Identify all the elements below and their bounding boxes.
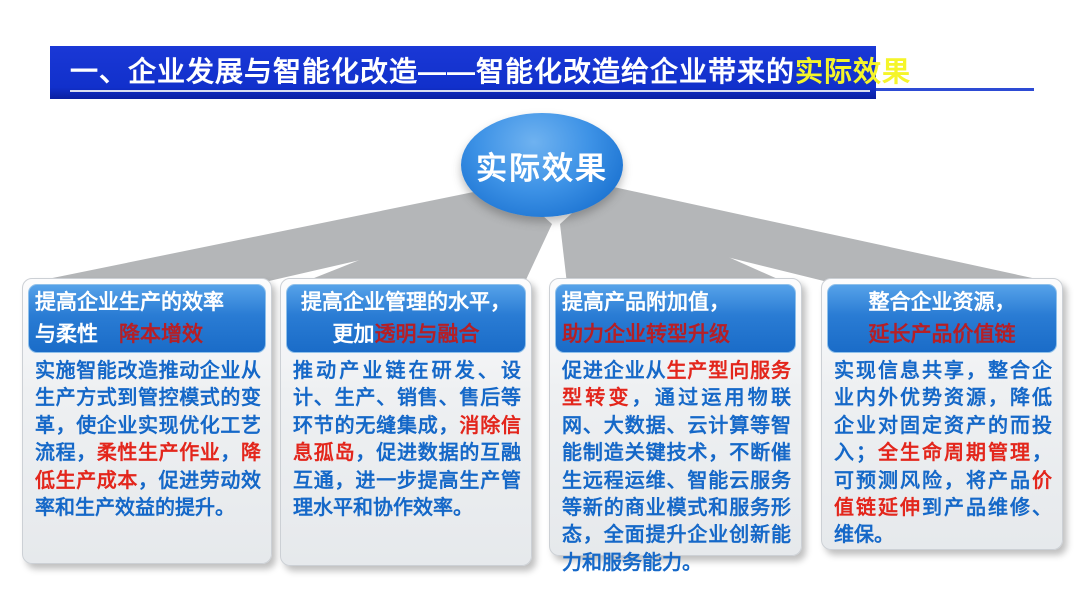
- title-underline-extension-line: [876, 88, 1034, 91]
- effect-box-2-body: 推动产业链在研发、设计、生产、销售、售后等环节的无缝集成，消除信息孤岛，促进数据…: [286, 353, 526, 522]
- body-text-segment: 到产品维修、维保。: [834, 496, 1052, 547]
- effect-box-4-header: 整合企业资源， 延长产品价值链: [827, 284, 1057, 353]
- body-text-segment: 实现信息共享，整合企业内外优势资源，降低企业对固定资产的而投入；: [834, 360, 1052, 465]
- effect-box-2-header: 提高企业管理的水平， 更加透明与融合: [286, 284, 526, 353]
- beam-to-box-2: [299, 196, 552, 284]
- title-underline: [70, 90, 870, 92]
- effect-box-2: 提高企业管理的水平， 更加透明与融合 推动产业链在研发、设计、生产、销售、售后等…: [280, 278, 532, 566]
- header-text: 提高企业生产的效率 与柔性: [35, 291, 224, 346]
- effect-box-3-header: 提高产品附加值， 助力企业转型升级: [555, 284, 796, 353]
- body-text-segment: ，通过运用物联网、大数据、云计算等智能制造关键技术，不断催生远程运维、智能云服务…: [562, 387, 792, 574]
- header-text: 整合企业资源，: [868, 291, 1016, 314]
- header-highlight: 降本增效: [119, 322, 203, 346]
- body-text-segment: ，可预测风险，将产品: [834, 442, 1052, 492]
- body-text-segment: ，促进数据的互融互通，进一步提高生产管理水平和协作效率。: [293, 442, 522, 519]
- header-text: 提高企业管理的水平， 更加: [301, 291, 511, 346]
- beam-to-box-1: [23, 186, 543, 284]
- title-highlight-text: 实际效果: [795, 55, 912, 87]
- body-text-segment: ，: [220, 442, 242, 465]
- body-highlight-segment: 全生命周期管理: [876, 442, 1032, 465]
- effect-box-3: 提高产品附加值， 助力企业转型升级 促进企业从生产型向服务型转变，通过运用物联网…: [549, 278, 802, 574]
- header-text: 提高产品附加值，: [562, 291, 730, 314]
- body-text-segment: 实施智能改造推动企业从生产方式到管控模式的变革，使企业实现优化工艺流程，: [35, 360, 261, 465]
- body-highlight-segment: 降低生产成本: [35, 442, 262, 492]
- effect-box-1: 提高企业生产的效率 与柔性 降本增效 实施智能改造推动企业从生产方式到管控模式的…: [22, 278, 272, 564]
- body-text-segment: 推动产业链在研发、设计、生产、销售、售后等环节的无缝集成，: [293, 360, 521, 437]
- body-highlight-segment: 柔性生产作业: [96, 442, 221, 465]
- effect-box-3-body: 促进企业从生产型向服务型转变，通过运用物联网、大数据、云计算等智能制造关键技术，…: [555, 353, 796, 577]
- effect-box-1-header: 提高企业生产的效率 与柔性 降本增效: [28, 284, 266, 353]
- beam-to-box-4: [569, 186, 1060, 284]
- title-main-text: 一、企业发展与智能化改造——智能化改造给企业带来的: [70, 55, 796, 87]
- effect-box-1-body: 实施智能改造推动企业从生产方式到管控模式的变革，使企业实现优化工艺流程，柔性生产…: [28, 353, 266, 522]
- body-highlight-segment: 生产型向服务型转变: [562, 360, 791, 410]
- body-highlight-segment: 价值链延伸: [834, 469, 1052, 519]
- page-title: 一、企业发展与智能化改造——智能化改造给企业带来的实际效果: [70, 50, 911, 90]
- header-highlight: 透明与融合: [374, 322, 480, 346]
- center-bubble: 实际效果: [461, 113, 623, 217]
- center-bubble-label: 实际效果: [476, 150, 608, 186]
- effect-box-4-body: 实现信息共享，整合企业内外优势资源，降低企业对固定资产的而投入；全生命周期管理，…: [827, 353, 1057, 550]
- body-text-segment: ，促进劳动效率和生产效益的提升。: [35, 469, 261, 519]
- header-highlight: 助力企业转型升级: [562, 322, 730, 346]
- body-highlight-segment: 消除信息孤岛: [293, 414, 522, 465]
- effect-box-4: 整合企业资源， 延长产品价值链 实现信息共享，整合企业内外优势资源，降低企业对固…: [821, 278, 1063, 550]
- body-text-segment: 促进企业从: [562, 360, 667, 382]
- header-highlight: 延长产品价值链: [868, 322, 1016, 346]
